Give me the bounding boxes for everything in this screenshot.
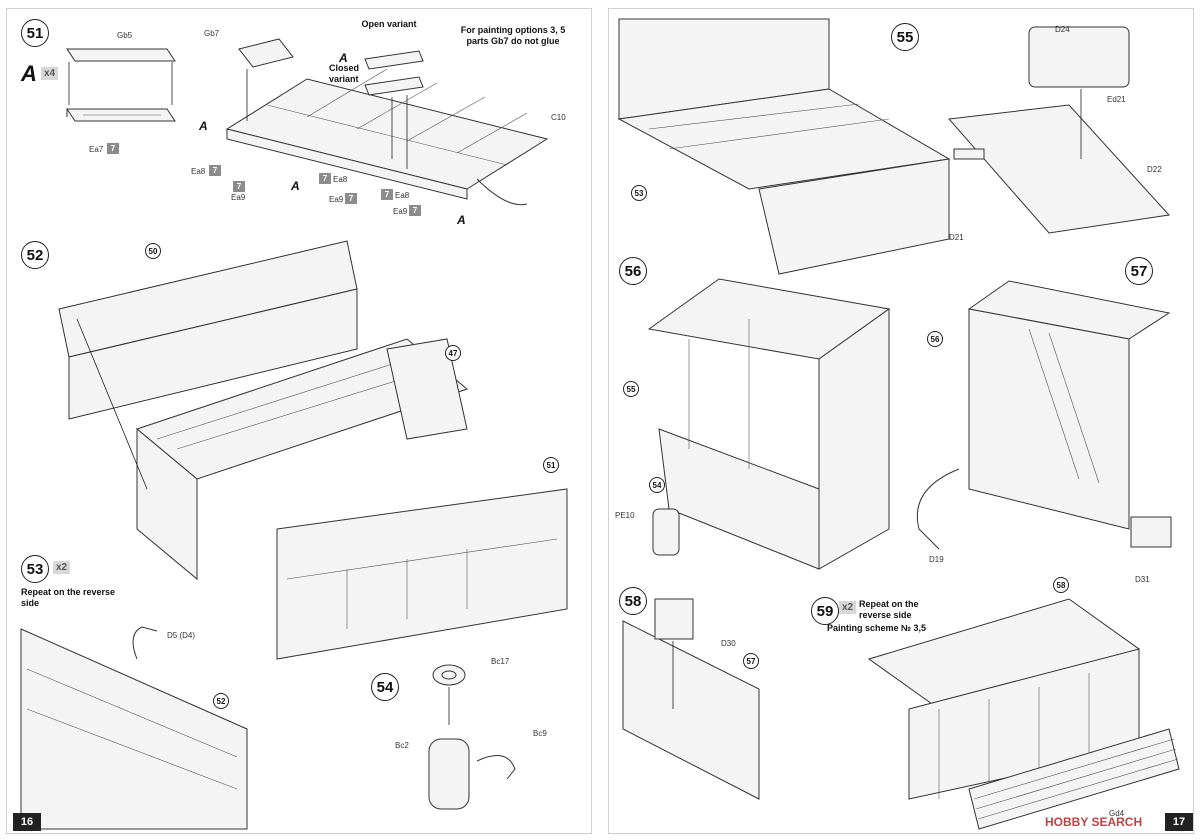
paint-badge-ea9: 7 (233, 181, 245, 192)
part-label-ed21: Ed21 (1107, 95, 1126, 104)
part-label-d21: D21 (949, 233, 964, 242)
step53-multiplier: x2 (53, 561, 71, 574)
callout-56: 56 (927, 331, 943, 347)
step59-drawing (867, 598, 1180, 830)
instruction-page-right: 55 53 D24 Ed21 D22 D21 56 55 54 PE10 57 … (608, 8, 1194, 834)
step59-multiplier: x2 (839, 601, 857, 614)
callout-53: 53 (631, 185, 647, 201)
part-label-bc17: Bc17 (491, 657, 510, 666)
part-label-pe10: PE10 (615, 511, 635, 520)
step52-wall-assembly-drawing (58, 240, 568, 660)
painting-options-note: For painting options 3, 5 parts Gb7 do n… (460, 25, 566, 46)
assembly-letter-a-mid: A (291, 179, 300, 193)
part-label-d22: D22 (1147, 165, 1162, 174)
step51-multiplier: x4 (41, 67, 59, 80)
left-page-drawings (20, 38, 568, 830)
part-label-bc2: Bc2 (395, 741, 409, 750)
step53-wall-drawing (20, 626, 248, 830)
callout-51: 51 (543, 457, 559, 473)
callout-54: 54 (649, 477, 665, 493)
part-label-ea9-right: Ea9 (393, 207, 408, 216)
page-number-left: 16 (13, 813, 41, 831)
callout-52: 52 (213, 693, 229, 709)
step59-repeat-note: Repeat on the reverse side (859, 599, 919, 620)
paint-badge-ea9-right: 7 (409, 205, 421, 216)
part-label-gb5: Gb5 (117, 31, 133, 40)
part-label-ea8-mid: Ea8 (333, 175, 348, 184)
callout-50: 50 (145, 243, 161, 259)
callout-58: 58 (1053, 577, 1069, 593)
part-label-gb7: Gb7 (204, 29, 220, 38)
part-label-ea9-mid: Ea9 (329, 195, 344, 204)
step58-drawing (622, 598, 760, 800)
part-label-bc9: Bc9 (533, 729, 547, 738)
part-label-d31: D31 (1135, 575, 1150, 584)
part-label-ea9: Ea9 (231, 193, 246, 202)
step-number-56: 56 (619, 257, 647, 285)
painting-scheme-note: Painting scheme № 3,5 (827, 623, 927, 633)
part-label-gd4: Gd4 (1109, 809, 1125, 818)
paint-badge-ea8-mid: 7 (319, 173, 331, 184)
part-label-ea7: Ea7 (89, 145, 104, 154)
right-page-drawings (617, 18, 1180, 830)
closed-variant-label: Closed variant (329, 63, 360, 84)
part-label-d19: D19 (929, 555, 944, 564)
step-number-53: 53 (21, 555, 49, 583)
open-variant-label: Open variant (361, 19, 417, 29)
callout-55: 55 (623, 381, 639, 397)
instruction-page-left: 51 A x4 Gb5 Gb7 Open variant Closed vari… (6, 8, 592, 834)
step57-cab-drawing (916, 280, 1172, 550)
paint-badge-ea7: 7 (107, 143, 119, 154)
watermark: HOBBY SEARCH (1045, 815, 1143, 829)
part-label-d30: D30 (721, 639, 736, 648)
step-number-54: 54 (371, 673, 399, 701)
assembly-letter-a: A (21, 61, 37, 86)
part-label-d5-d4: D5 (D4) (167, 631, 196, 640)
step-number-57: 57 (1125, 257, 1153, 285)
part-label-c10: C10 (551, 113, 566, 122)
paint-badge-ea8: 7 (209, 165, 221, 176)
step-number-55: 55 (891, 23, 919, 51)
step-number-58: 58 (619, 587, 647, 615)
step53-repeat-note: Repeat on the reverse side (21, 587, 116, 608)
step51-floor-frame-drawing (225, 38, 549, 206)
part-label-d24: D24 (1055, 25, 1070, 34)
assembly-letter-a-left: A (199, 119, 208, 133)
part-label-ea8: Ea8 (191, 167, 206, 176)
assembly-letter-a-right: A (457, 213, 466, 227)
step-number-52: 52 (21, 241, 49, 269)
step51-subassembly-drawing (66, 48, 176, 122)
paint-badge-ea8-right: 7 (381, 189, 393, 200)
step-number-59: 59 (811, 597, 839, 625)
step56-cab-drawing (647, 278, 891, 570)
page-number-right: 17 (1165, 813, 1193, 831)
assembly-letter-a-open: A (339, 51, 348, 65)
step55-cab-drawing (617, 18, 1170, 275)
part-label-ea8-right: Ea8 (395, 191, 410, 200)
callout-47: 47 (445, 345, 461, 361)
step54-heater-drawing (428, 664, 516, 810)
step-number-51: 51 (21, 19, 49, 47)
paint-badge-ea9-mid: 7 (345, 193, 357, 204)
callout-57: 57 (743, 653, 759, 669)
